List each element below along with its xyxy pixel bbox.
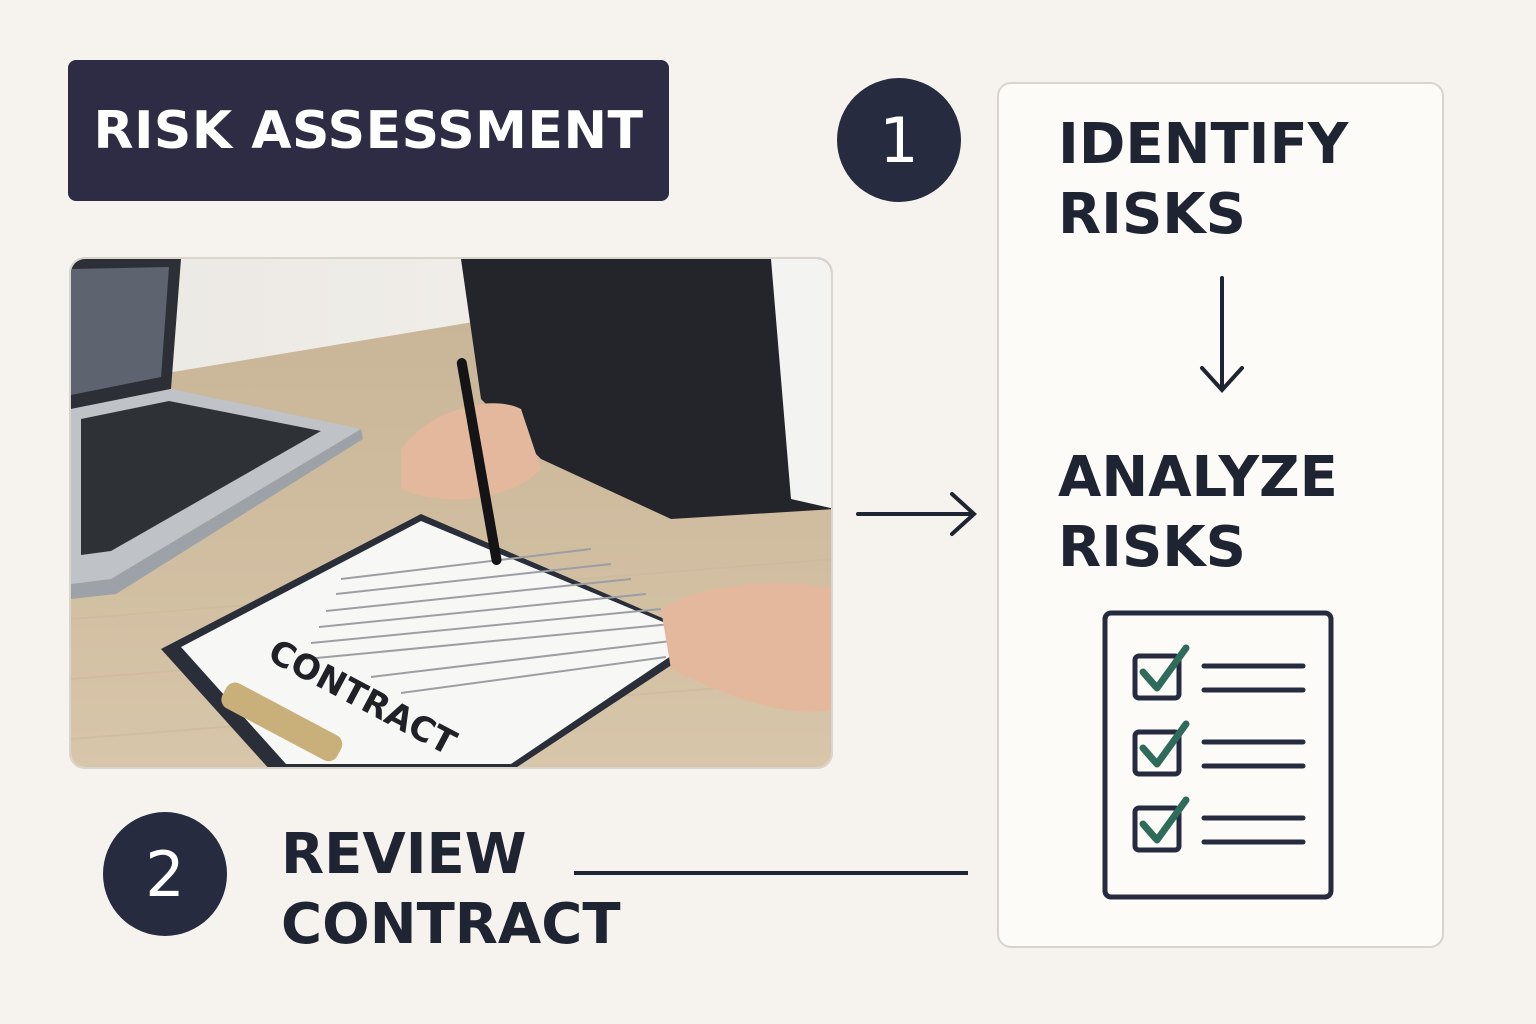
title-banner: RISK ASSESSMENT (68, 60, 669, 201)
checklist-icon (1102, 610, 1334, 900)
step-label-analyze-risks: ANALYZE RISKS (1058, 445, 1338, 580)
step-number-2: 2 (103, 812, 227, 936)
step-number-1: 1 (837, 78, 961, 202)
step-label-identify-risks: IDENTIFY RISKS (1058, 112, 1349, 247)
arrow-down-icon (1200, 276, 1244, 393)
contract-signing-photo: CONTRACT (69, 257, 833, 769)
page-title: RISK ASSESSMENT (93, 100, 644, 161)
process-panel (997, 82, 1444, 948)
arrow-right-icon (856, 492, 977, 536)
step-label-review-contract: REVIEW CONTRACT (281, 822, 621, 957)
